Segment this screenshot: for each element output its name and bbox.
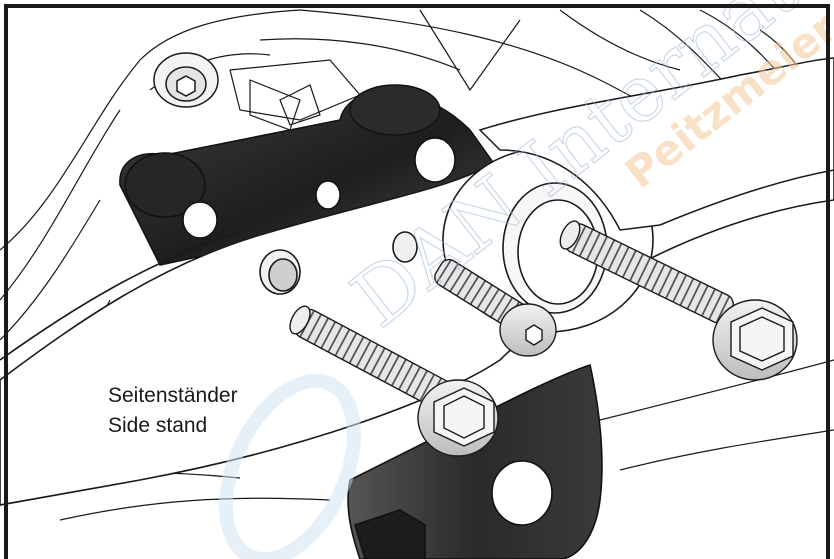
button-head-bolt xyxy=(434,258,557,357)
callout-label-german: Seitenständer xyxy=(108,384,238,407)
figure-border xyxy=(4,4,830,559)
stand-bracket-plate xyxy=(119,84,496,266)
callout-label: Seitenständer Side stand xyxy=(108,381,238,441)
callout-label-english: Side stand xyxy=(108,414,208,437)
socket-head-bolt xyxy=(153,52,219,108)
front-flange-bolt xyxy=(289,305,499,457)
rear-flange-bolt xyxy=(559,220,798,381)
side-stand-leg xyxy=(347,363,603,559)
